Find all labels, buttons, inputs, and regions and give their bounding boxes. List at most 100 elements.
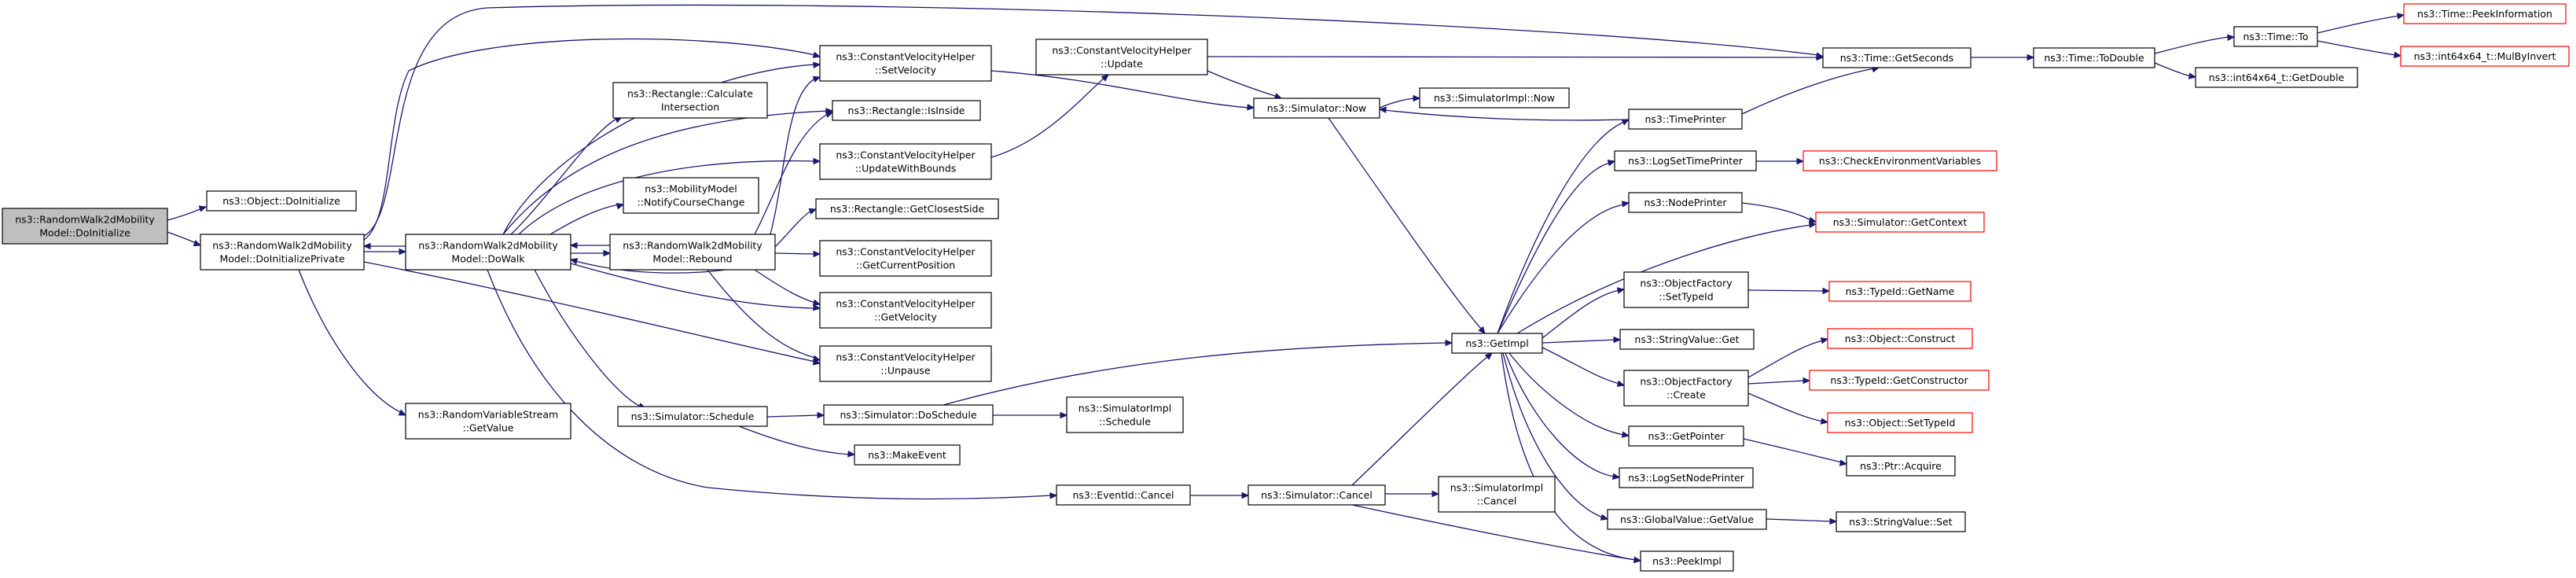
node-checkenv[interactable]: ns3::CheckEnvironmentVariables (1802, 150, 1997, 171)
node-nodeprinter[interactable]: ns3::NodePrinter (1628, 192, 1743, 213)
node-sim_doschedule[interactable]: ns3::Simulator::DoSchedule (823, 404, 994, 425)
edge-arrowhead (398, 409, 407, 416)
node-label: ns3::CheckEnvironmentVariables (1819, 155, 1981, 167)
edge-rw_doinitprivate-to-rvs_getvalue (298, 269, 407, 416)
node-typeid_getctor[interactable]: ns3::TypeId::GetConstructor (1809, 370, 1990, 391)
node-cvh_setvel[interactable]: ns3::ConstantVelocityHelper::SetVelocity (819, 45, 992, 82)
node-sim_getcontext[interactable]: ns3::Simulator::GetContext (1815, 212, 1985, 233)
edge-line (298, 269, 402, 414)
node-timeprinter[interactable]: ns3::TimePrinter (1628, 109, 1743, 130)
node-sim_cancel[interactable]: ns3::Simulator::Cancel (1248, 484, 1386, 506)
node-getimpl[interactable]: ns3::GetImpl (1451, 333, 1543, 354)
edge-of_create-to-obj_construct (1747, 337, 1829, 378)
edge-line (990, 70, 1250, 109)
node-peekimpl[interactable]: ns3::PeekImpl (1640, 550, 1734, 572)
node-of_settypeid[interactable]: ns3::ObjectFactory::SetTypeId (1623, 271, 1749, 308)
edge-arrowhead (812, 299, 821, 306)
node-box (1607, 509, 1767, 530)
node-box (200, 234, 365, 271)
node-label: ns3::Rectangle::Calculate (627, 88, 753, 100)
edge-root-to-rw_doinitprivate (167, 231, 202, 247)
node-logsetnode[interactable]: ns3::LogSetNodePrinter (1619, 467, 1754, 488)
node-label: ::GetCurrentPosition (856, 260, 955, 271)
edge-line (1747, 380, 1806, 385)
node-label: ns3::ConstantVelocityHelper (836, 246, 976, 258)
node-obj_construct[interactable]: ns3::Object::Construct (1827, 328, 1973, 349)
node-getpointer[interactable]: ns3::GetPointer (1628, 425, 1744, 447)
node-of_create[interactable]: ns3::ObjectFactory::Create (1623, 370, 1749, 407)
edge-gv_getvalue-to-strval_set (1766, 517, 1838, 525)
node-box (1827, 328, 1973, 349)
edge-layer (167, 4, 2405, 564)
edge-line (738, 425, 851, 455)
node-box (2195, 67, 2358, 88)
node-label: ns3::Simulator::Cancel (1261, 489, 1373, 501)
node-logsettime[interactable]: ns3::LogSetTimePrinter (1614, 150, 1757, 171)
node-strval_set[interactable]: ns3::StringValue::Set (1836, 511, 1966, 532)
node-sim_schedule[interactable]: ns3::Simulator::Schedule (617, 406, 768, 427)
node-time_getseconds[interactable]: ns3::Time::GetSeconds (1822, 47, 1972, 68)
node-box (1828, 281, 1972, 302)
node-rect_closest[interactable]: ns3::Rectangle::GetClosestSide (815, 198, 999, 219)
node-cvh_unpause[interactable]: ns3::ConstantVelocityHelper::Unpause (819, 345, 992, 382)
edge-arrowhead (812, 75, 821, 83)
edge-line (1747, 289, 1825, 292)
edge-line (1207, 70, 1278, 98)
edge-line (2154, 62, 2192, 77)
node-label: ns3::ConstantVelocityHelper (836, 298, 976, 310)
edge-rw_doinitprivate-to-cvh_unpause (363, 261, 821, 366)
node-box (1822, 47, 1972, 68)
node-int64_mulbyinvert[interactable]: ns3::int64x64_t::MulByInvert (2400, 46, 2570, 67)
node-makeevent[interactable]: ns3::MakeEvent (854, 444, 961, 466)
node-label: ns3::ConstantVelocityHelper (1052, 45, 1192, 57)
edge-arrowhead (1808, 216, 1817, 223)
node-typeid_getname[interactable]: ns3::TypeId::GetName (1828, 281, 1972, 302)
node-label: Model::DoWalk (451, 253, 525, 265)
node-label: ::Cancel (1477, 495, 1517, 507)
node-time_peek[interactable]: ns3::Time::PeekInformation (2403, 3, 2567, 24)
node-label: ns3::Object::SetTypeId (1845, 417, 1956, 429)
node-int64_getdouble[interactable]: ns3::int64x64_t::GetDouble (2195, 67, 2358, 88)
edge-line (1542, 339, 1616, 344)
node-cvh_getvel[interactable]: ns3::ConstantVelocityHelper::GetVelocity (819, 292, 992, 329)
node-ptr_acquire[interactable]: ns3::Ptr::Acquire (1846, 455, 1956, 477)
node-sim_now[interactable]: ns3::Simulator::Now (1253, 98, 1380, 119)
node-simimpl_now[interactable]: ns3::SimulatorImpl::Now (1419, 87, 1570, 109)
edge-arrowhead (193, 240, 202, 247)
node-label: ::SetTypeId (1659, 291, 1713, 303)
node-obj_doinit[interactable]: ns3::Object::DoInitialize (206, 190, 357, 212)
node-simimpl_schedule[interactable]: ns3::SimulatorImpl::Schedule (1066, 396, 1184, 433)
node-label: ns3::RandomVariableStream (418, 409, 558, 421)
node-time_to[interactable]: ns3::Time::To (2233, 26, 2318, 47)
edge-time_todouble-to-int64_getdouble (2154, 62, 2197, 79)
node-gv_getvalue[interactable]: ns3::GlobalValue::GetValue (1607, 509, 1767, 530)
node-label: ns3::SimulatorImpl (1450, 482, 1543, 494)
node-box (1846, 455, 1956, 477)
node-label: ::GetVelocity (874, 311, 937, 323)
node-root[interactable]: ns3::RandomWalk2dMobilityModel::DoInitia… (2, 208, 168, 245)
node-cvh_update[interactable]: ns3::ConstantVelocityHelper::Update (1035, 39, 1208, 75)
node-label: ns3::GlobalValue::GetValue (1620, 514, 1754, 525)
node-mm_notify[interactable]: ns3::MobilityModel::NotifyCourseChange (623, 177, 759, 214)
node-obj_settypeid[interactable]: ns3::Object::SetTypeId (1827, 412, 1973, 433)
node-simimpl_cancel[interactable]: ns3::SimulatorImpl::Cancel (1438, 476, 1556, 513)
node-rw_doinitprivate[interactable]: ns3::RandomWalk2dMobilityModel::DoInitia… (200, 234, 365, 271)
edge-line (707, 269, 816, 359)
node-cvh_uwb[interactable]: ns3::ConstantVelocityHelper::UpdateWithB… (819, 143, 992, 180)
edge-line (167, 231, 197, 244)
node-eventid_cancel[interactable]: ns3::EventId::Cancel (1056, 484, 1191, 506)
edge-rw_dowalk-to-rect_isinside (502, 108, 834, 235)
edge-line (1502, 352, 1604, 518)
node-rect_isinside[interactable]: ns3::Rectangle::IsInside (832, 100, 981, 121)
node-time_todouble[interactable]: ns3::Time::ToDouble (2033, 47, 2155, 68)
edge-arrowhead (1839, 459, 1848, 466)
node-cvh_getpos[interactable]: ns3::ConstantVelocityHelper::GetCurrentP… (819, 240, 992, 277)
node-label: ns3::ObjectFactory (1640, 376, 1733, 388)
node-rvs_getvalue[interactable]: ns3::RandomVariableStream::GetValue (405, 403, 571, 440)
node-label: ::Unpause (880, 365, 931, 377)
edge-arrowhead (1613, 336, 1622, 344)
node-strval_get[interactable]: ns3::StringValue::Get (1619, 329, 1755, 350)
